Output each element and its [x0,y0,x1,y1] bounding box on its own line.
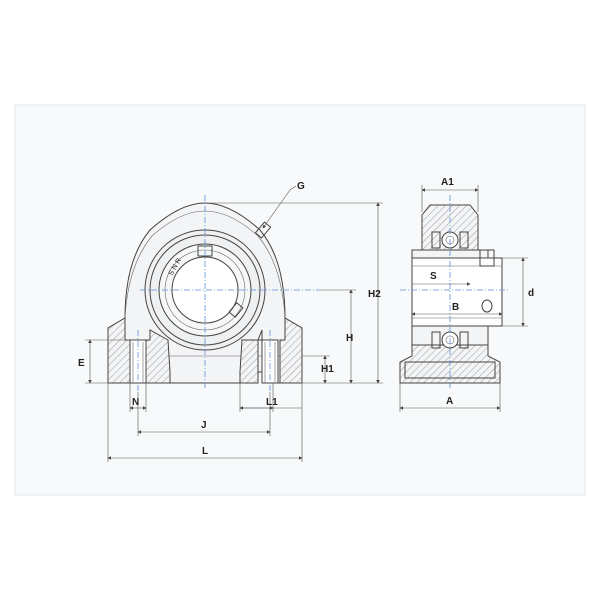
set-screw-hole [481,299,493,313]
label-l: L [202,446,208,457]
label-a1: A1 [441,177,454,188]
label-h2: H2 [368,289,381,300]
label-d: d [528,288,534,299]
inner-ring [411,257,503,327]
front-view: SNR [107,195,320,392]
label-b: B [452,302,459,313]
label-h: H [346,333,353,344]
label-a: A [446,396,453,407]
label-j: J [201,420,207,431]
label-g: G [297,181,305,192]
right-foot-section [279,317,303,384]
label-s: S [430,271,437,282]
label-e: E [78,358,85,369]
label-h1: H1 [321,364,334,375]
front-dimensions: G H2 H H1 E N L1 [78,181,383,462]
label-l1: L1 [266,397,278,408]
shaft-bore [171,256,239,324]
label-n: N [132,397,139,408]
grease-fitting [254,221,272,239]
side-dimensions: A1 S B d A [399,177,534,412]
